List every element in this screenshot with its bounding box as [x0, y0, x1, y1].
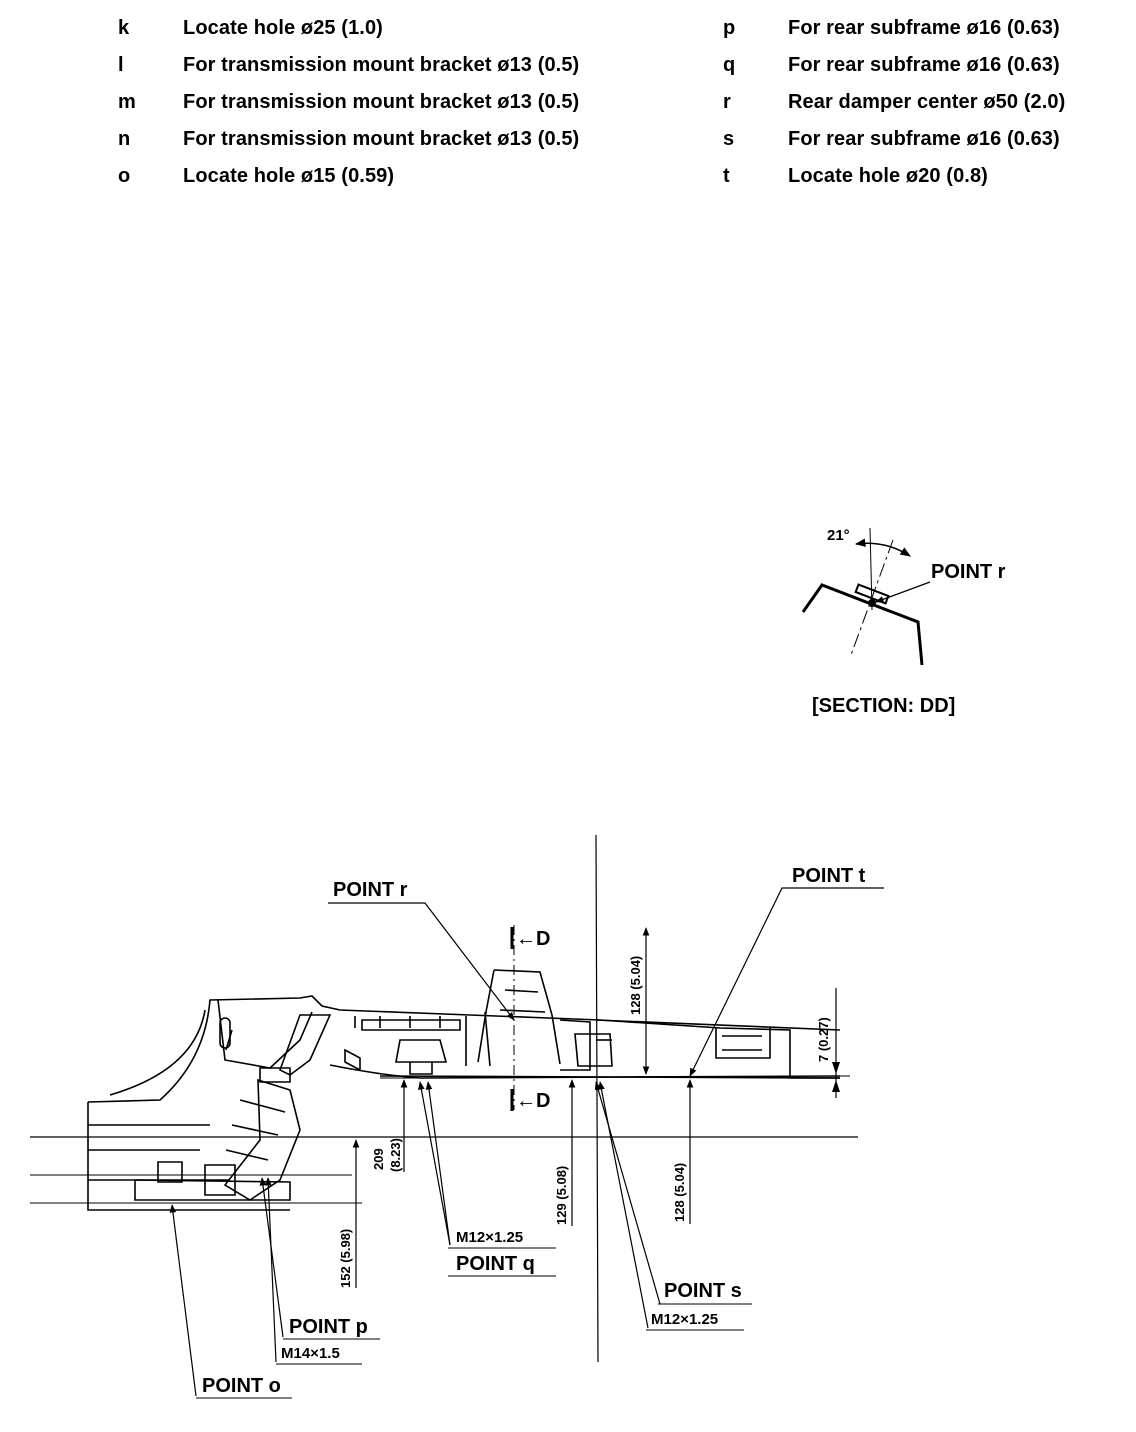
legend-description: Locate hole ø15 (0.59) — [183, 165, 395, 187]
point-p-label: POINT p — [289, 1316, 368, 1338]
legend-description: Rear damper center ø50 (2.0) — [788, 91, 1066, 113]
angle-arc — [854, 538, 911, 557]
vertical-reference-line — [595, 834, 599, 1363]
point-q-thread: M12×1.25 — [456, 1229, 523, 1246]
point-r-leader — [328, 902, 515, 1021]
dim-7: 7 (0.27) — [816, 1017, 831, 1062]
angled-centerline — [850, 539, 894, 656]
point-o-leader — [169, 1204, 197, 1397]
legend-letter: s — [723, 128, 735, 150]
legend-letter: t — [723, 165, 730, 187]
point-r-label: POINT r — [333, 879, 408, 901]
section-point-r-label: POINT r — [931, 561, 1006, 583]
point-t-leader — [689, 887, 884, 1077]
dim-128-upper: 128 (5.04) — [628, 956, 643, 1015]
point-s-leader-1 — [594, 1081, 661, 1305]
section-mark-top: ←D — [516, 928, 550, 950]
legend-description: For transmission mount bracket ø13 (0.5) — [183, 54, 580, 76]
section-profile — [801, 583, 924, 666]
legend-description: For rear subframe ø16 (0.63) — [788, 128, 1060, 150]
point-r-leader — [875, 581, 931, 603]
legend-letter: n — [118, 128, 131, 150]
floor-frame-outline — [87, 969, 841, 1211]
section-dd-detail: 21° POINT r [SECTION: DD] — [801, 527, 1006, 717]
section-mark-bottom: ←D — [516, 1090, 550, 1112]
legend-description: Locate hole ø20 (0.8) — [788, 165, 988, 187]
point-q-leader-1 — [418, 1081, 451, 1246]
point-q-leader-2 — [425, 1081, 451, 1246]
section-caption: [SECTION: DD] — [812, 695, 955, 717]
legend-letter: q — [723, 54, 736, 76]
legend-letter: r — [723, 91, 731, 113]
point-t-label: POINT t — [792, 865, 866, 887]
legend-description: For transmission mount bracket ø13 (0.5) — [183, 91, 580, 113]
point-s-label: POINT s — [664, 1280, 742, 1302]
legend-letter: l — [118, 54, 124, 76]
point-q-label: POINT q — [456, 1253, 535, 1275]
dim-7-arrow-2 — [832, 1080, 840, 1092]
legend-letter: m — [118, 91, 136, 113]
legend-description: For rear subframe ø16 (0.63) — [788, 54, 1060, 76]
point-o-label: POINT o — [202, 1375, 281, 1397]
legend-description: For rear subframe ø16 (0.63) — [788, 17, 1060, 39]
angle-label: 21° — [827, 527, 850, 544]
legend-description: For transmission mount bracket ø13 (0.5) — [183, 128, 580, 150]
dim-209: 209 — [371, 1148, 386, 1170]
point-p-leader-1 — [259, 1177, 284, 1338]
dim-129: 129 (5.08) — [554, 1166, 569, 1225]
dim-7-arrow — [832, 1062, 840, 1074]
legend-description: Locate hole ø25 (1.0) — [183, 17, 383, 39]
point-p-leader-2 — [264, 1177, 277, 1363]
dim-209-in: (8.23) — [388, 1138, 403, 1172]
legend-letter: p — [723, 17, 736, 39]
dim-152: 152 (5.98) — [338, 1229, 353, 1288]
legend-letter: o — [118, 165, 131, 187]
point-s-leader-2 — [598, 1081, 649, 1329]
point-s-thread: M12×1.25 — [651, 1311, 718, 1328]
main-side-view: POINT r ←D ←D POINT t 128 (5.04) 7 (0.27… — [30, 834, 884, 1399]
legend-letter: k — [118, 17, 130, 39]
point-p-thread: M14×1.5 — [281, 1345, 340, 1362]
dim-128-lower: 128 (5.04) — [672, 1163, 687, 1222]
